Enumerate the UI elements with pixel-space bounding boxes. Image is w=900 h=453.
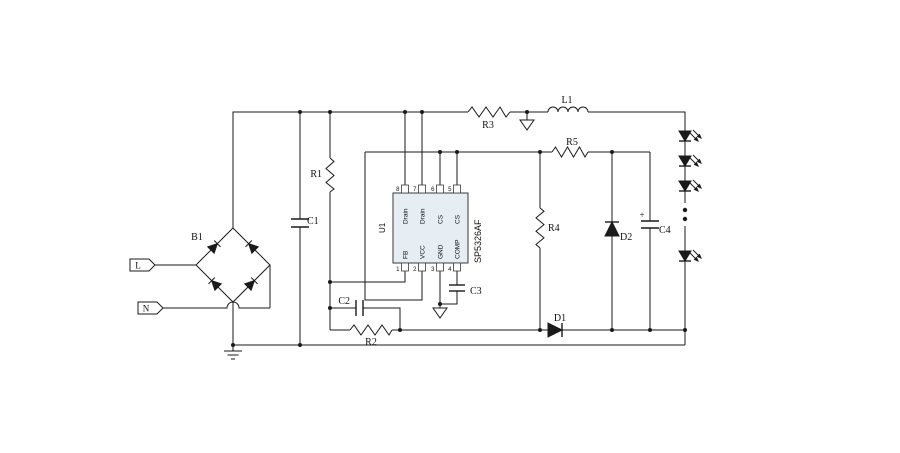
r2-label: R2: [365, 337, 377, 348]
pin-name-comp: COMP: [455, 240, 462, 260]
ground-icon: [432, 307, 448, 319]
earth-ground-icon: [223, 350, 243, 360]
led-string: [678, 129, 702, 262]
capacitor-c3: C3: [449, 284, 482, 297]
ic-body: [392, 192, 469, 264]
junction-dots: [231, 110, 687, 347]
bridge-label: B1: [191, 232, 203, 243]
pin-name-drain: Drain: [403, 208, 410, 224]
resistor-r3: R3: [467, 106, 511, 131]
led-icon: [678, 154, 702, 167]
inductor-l1: L1: [547, 95, 589, 113]
ic-part-label: SP5326AF: [473, 219, 483, 263]
pin-number: 6: [431, 187, 435, 193]
pin-number: 4: [448, 267, 452, 273]
terminal-neutral-label: N: [143, 304, 150, 314]
r3-label: R3: [482, 120, 494, 131]
pin-number: 5: [448, 187, 452, 193]
resistor-r4: R4: [535, 207, 560, 249]
diode-d2: D2: [604, 220, 632, 243]
led-ellipsis-dot: [682, 216, 688, 222]
diode-d1: D1: [547, 313, 566, 338]
resistor-r1: R1: [310, 157, 335, 193]
led-icon: [678, 179, 702, 192]
pin-name-vcc: VCC: [420, 245, 427, 259]
c4-label: C4: [659, 225, 671, 236]
ic-ref-label: U1: [378, 222, 387, 233]
capacitor-c2: C2: [338, 296, 364, 316]
d2-label: D2: [620, 232, 632, 243]
resistor-r5: R5: [551, 137, 589, 159]
d1-label: D1: [554, 313, 566, 324]
capacitor-c1: C1: [291, 216, 319, 228]
pin-number: 7: [413, 187, 417, 193]
r1-label: R1: [310, 169, 322, 180]
pin-name-cs: CS: [438, 214, 445, 224]
wires: [155, 111, 686, 351]
led-ellipsis-dot: [682, 207, 688, 213]
pin-number: 3: [431, 267, 435, 273]
c2-label: C2: [338, 296, 350, 307]
c1-label: C1: [307, 216, 319, 227]
l1-label: L1: [561, 95, 572, 106]
r5-label: R5: [566, 137, 578, 148]
terminal-live: L: [129, 258, 156, 272]
bridge-rectifier: B1: [191, 227, 271, 303]
r4-label: R4: [548, 223, 560, 234]
pin-name-fb: FB: [403, 251, 410, 259]
pin-number: 2: [413, 267, 417, 273]
ic-u1: 8 7 6 5 1 2 3 4 Drain Drain CS CS FB VCC…: [378, 184, 483, 273]
led-icon: [678, 249, 702, 262]
c3-label: C3: [470, 286, 482, 297]
c4-plus-sign: +: [639, 210, 644, 220]
ground-icon: [519, 119, 535, 131]
resistor-r2: R2: [349, 324, 393, 348]
capacitor-c4: + C4: [639, 210, 670, 236]
pin-number: 8: [396, 187, 400, 193]
pin-number: 1: [396, 267, 400, 273]
pin-name-gnd: GND: [438, 244, 445, 259]
pin-name-drain: Drain: [420, 208, 427, 224]
terminal-live-label: L: [135, 261, 141, 271]
terminal-neutral: N: [137, 301, 164, 315]
pin-name-cs: CS: [455, 214, 462, 224]
led-icon: [678, 129, 702, 142]
